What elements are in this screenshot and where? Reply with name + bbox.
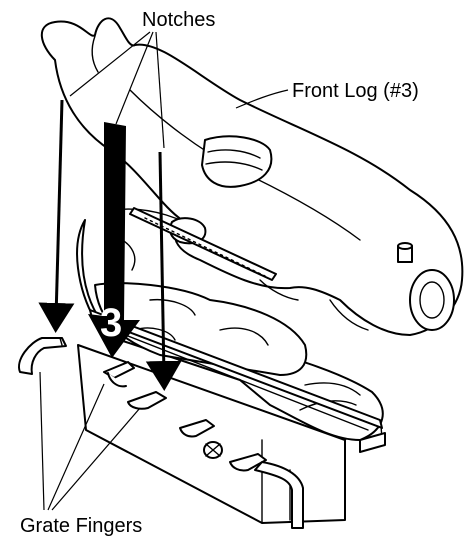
front-log xyxy=(40,17,464,336)
notches-label: Notches xyxy=(142,9,215,31)
notches-leader-2 xyxy=(115,31,154,125)
front-log-label: Front Log (#3) xyxy=(292,80,419,102)
grate-fingers-callout: Grate Fingers xyxy=(20,371,142,536)
gas-pipe xyxy=(254,461,304,529)
notches-callout: Notches xyxy=(69,9,215,149)
grate-finger-1 xyxy=(18,337,67,375)
grate-base xyxy=(77,344,386,524)
grate-fingers-leader-2 xyxy=(47,383,105,511)
grate-fingers-label: Grate Fingers xyxy=(20,515,142,536)
arrow-right xyxy=(145,151,182,391)
grate-fingers-leader-3 xyxy=(51,407,141,511)
notches-leader-1 xyxy=(69,31,151,97)
grate-finger-3 xyxy=(127,391,167,410)
front-log-callout: Front Log (#3) xyxy=(235,80,419,109)
log-number-text: 3 xyxy=(100,301,122,345)
log-rail xyxy=(129,207,277,281)
front-log-leader xyxy=(235,89,289,109)
grate-fingers-leader-1 xyxy=(39,371,45,511)
placement-arrows xyxy=(38,99,182,391)
grate-finger-4 xyxy=(179,419,215,438)
log-number-badge: 3 xyxy=(100,301,122,345)
notches-leader-3 xyxy=(155,31,165,149)
control-knob xyxy=(203,441,223,459)
arrow-center-thick xyxy=(88,122,140,358)
grate-finger-2 xyxy=(103,361,135,388)
arrow-left xyxy=(38,99,75,333)
